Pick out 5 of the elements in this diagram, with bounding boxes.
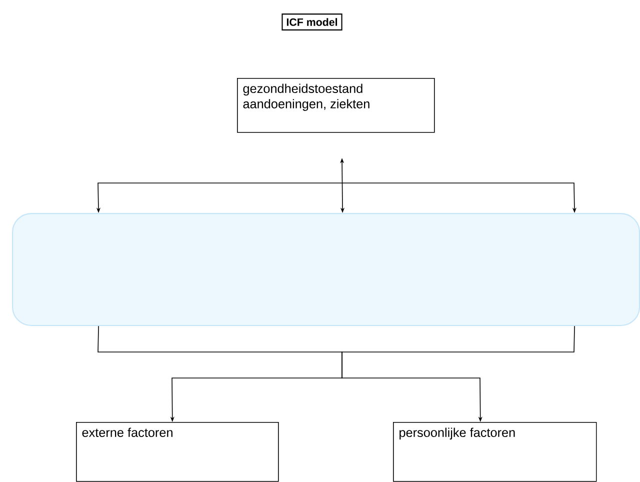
title-box: ICF model [282, 14, 342, 30]
text-box: persoonlijke factoren [393, 422, 597, 482]
rounded-band [12, 213, 640, 326]
text-box: externe factoren [76, 422, 279, 482]
text-box: gezondheidstoestand aandoeningen, ziekten [237, 78, 435, 133]
